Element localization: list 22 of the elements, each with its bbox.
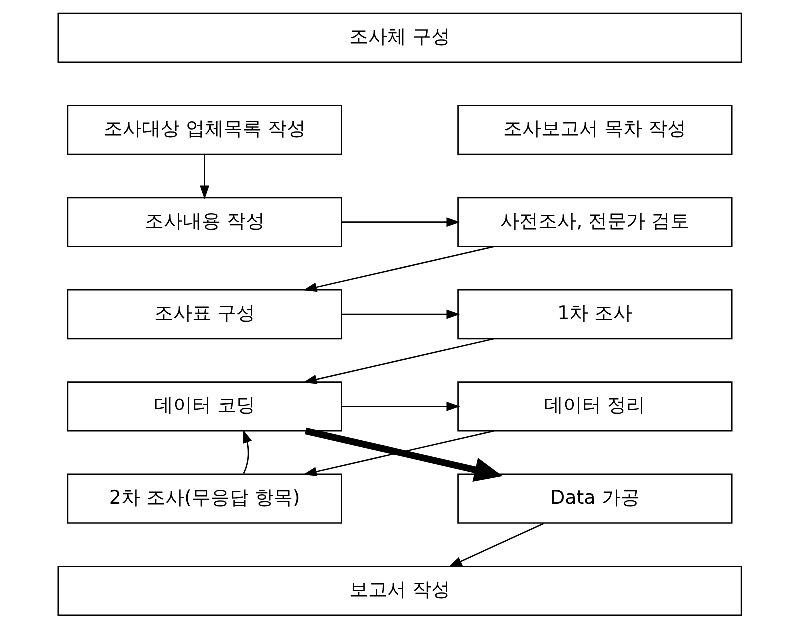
arrow (342, 310, 460, 320)
arrow (302, 338, 494, 384)
node-box: 조사내용 작성 (66, 197, 342, 248)
arrow (302, 430, 494, 476)
arrow (304, 428, 502, 482)
arrow (302, 246, 494, 292)
arrow (448, 522, 544, 568)
node-box: 데이터 정리 (457, 382, 732, 432)
node-box: 2차 조사(무응답 항목) (66, 474, 342, 524)
node-box: 데이터 코딩 (66, 382, 342, 432)
node-box: 조사보고서 목차 작성 (457, 105, 732, 156)
node-box: 조사대상 업체목록 작성 (66, 105, 342, 156)
arrow (342, 218, 460, 228)
arrow (200, 155, 210, 200)
node-box: 보고서 작성 (57, 566, 742, 616)
node-box: 사전조사, 전문가 검토 (457, 197, 732, 248)
node-box: 조사체 구성 (57, 12, 742, 64)
node-box: 1차 조사 (457, 289, 732, 340)
arrow (342, 402, 460, 412)
node-box: Data 가공 (457, 474, 732, 524)
node-box: 조사표 구성 (66, 289, 342, 340)
arrow (242, 430, 252, 474)
